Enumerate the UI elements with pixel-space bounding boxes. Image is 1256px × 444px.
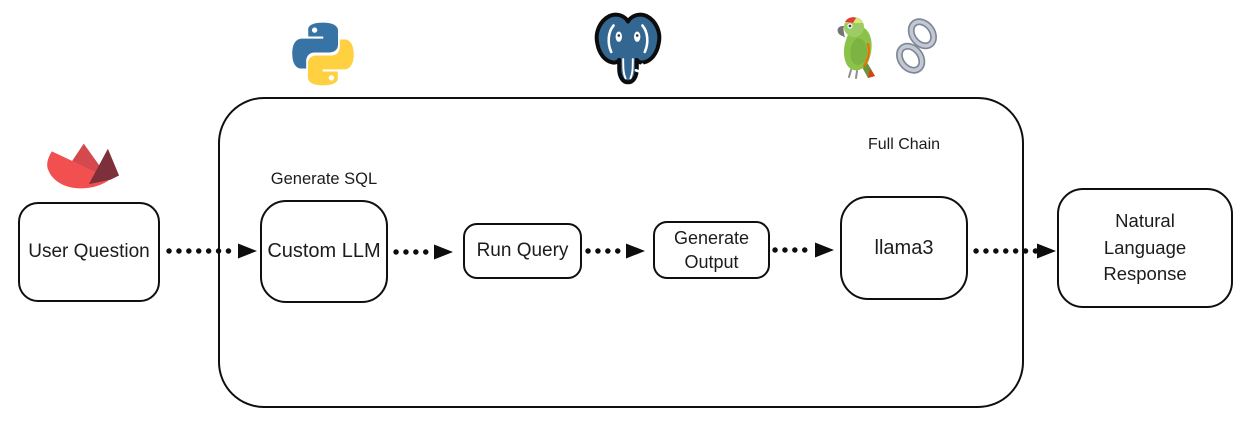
arrow-generate-output-to-llama3 — [772, 242, 834, 258]
arrow-custom-llm-to-run-query — [393, 244, 453, 260]
node-user-question: User Question — [18, 202, 160, 302]
user-question-label: User Question — [28, 241, 150, 263]
arrow-user-question-to-custom-llm — [166, 243, 257, 259]
node-generate-output: Generate Output — [653, 221, 770, 279]
natural-language-response-label: Natural Language Response — [1103, 209, 1187, 285]
node-custom-llm: Custom LLM — [260, 200, 388, 303]
postgresql-logo-icon — [594, 12, 662, 85]
python-logo-icon — [292, 22, 354, 86]
node-run-query: Run Query — [463, 223, 582, 279]
arrow-llama3-to-natural-language-response — [973, 243, 1056, 259]
full-chain-label: Full Chain — [867, 136, 941, 153]
custom-llm-label: Custom LLM — [267, 240, 381, 262]
arrow-run-query-to-generate-output — [585, 243, 645, 259]
streamlit-logo-icon — [47, 143, 120, 189]
generate-output-label: Generate Output — [673, 227, 750, 272]
llama3-label: llama3 — [874, 236, 934, 259]
node-natural-language-response: Natural Language Response — [1057, 188, 1233, 308]
parrot-icon — [837, 17, 875, 79]
node-llama3: llama3 — [840, 196, 968, 300]
generate-sql-label: Generate SQL — [270, 170, 378, 188]
chain-links-icon — [896, 18, 937, 74]
run-query-label: Run Query — [476, 240, 569, 262]
